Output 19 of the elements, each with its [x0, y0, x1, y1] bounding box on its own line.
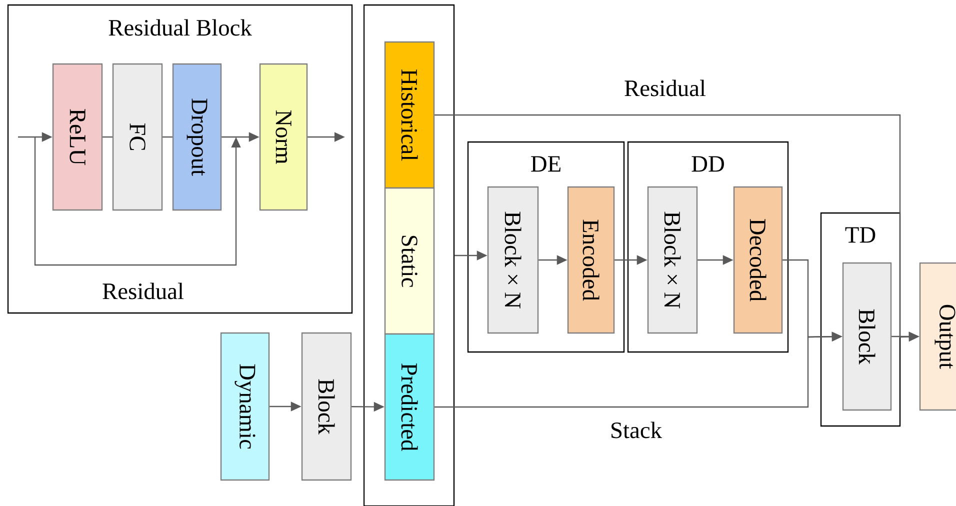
layer-box: Norm — [259, 63, 308, 211]
layer-box: Dynamic — [220, 332, 270, 481]
layer-box: Block × N — [647, 186, 698, 334]
arrow — [34, 137, 241, 266]
layer-box: ReLU — [52, 63, 103, 211]
layer-box: Dropout — [172, 63, 222, 211]
edge-label: Stack — [608, 420, 664, 440]
layer-box: Static — [384, 187, 435, 335]
edge-label: Residual — [100, 282, 186, 300]
layer-box: Output — [919, 262, 956, 411]
layer-box: Block — [301, 332, 352, 481]
layer-box: Predicted — [384, 333, 435, 481]
layer-box: Encoded — [567, 186, 615, 334]
layer-box: Decoded — [733, 186, 783, 334]
layer-box: Block × N — [487, 186, 539, 334]
layer-box: Block — [842, 262, 892, 411]
edge-label: Residual — [622, 78, 708, 98]
layer-box: Historical — [384, 41, 435, 189]
layer-box: FC — [112, 63, 163, 211]
